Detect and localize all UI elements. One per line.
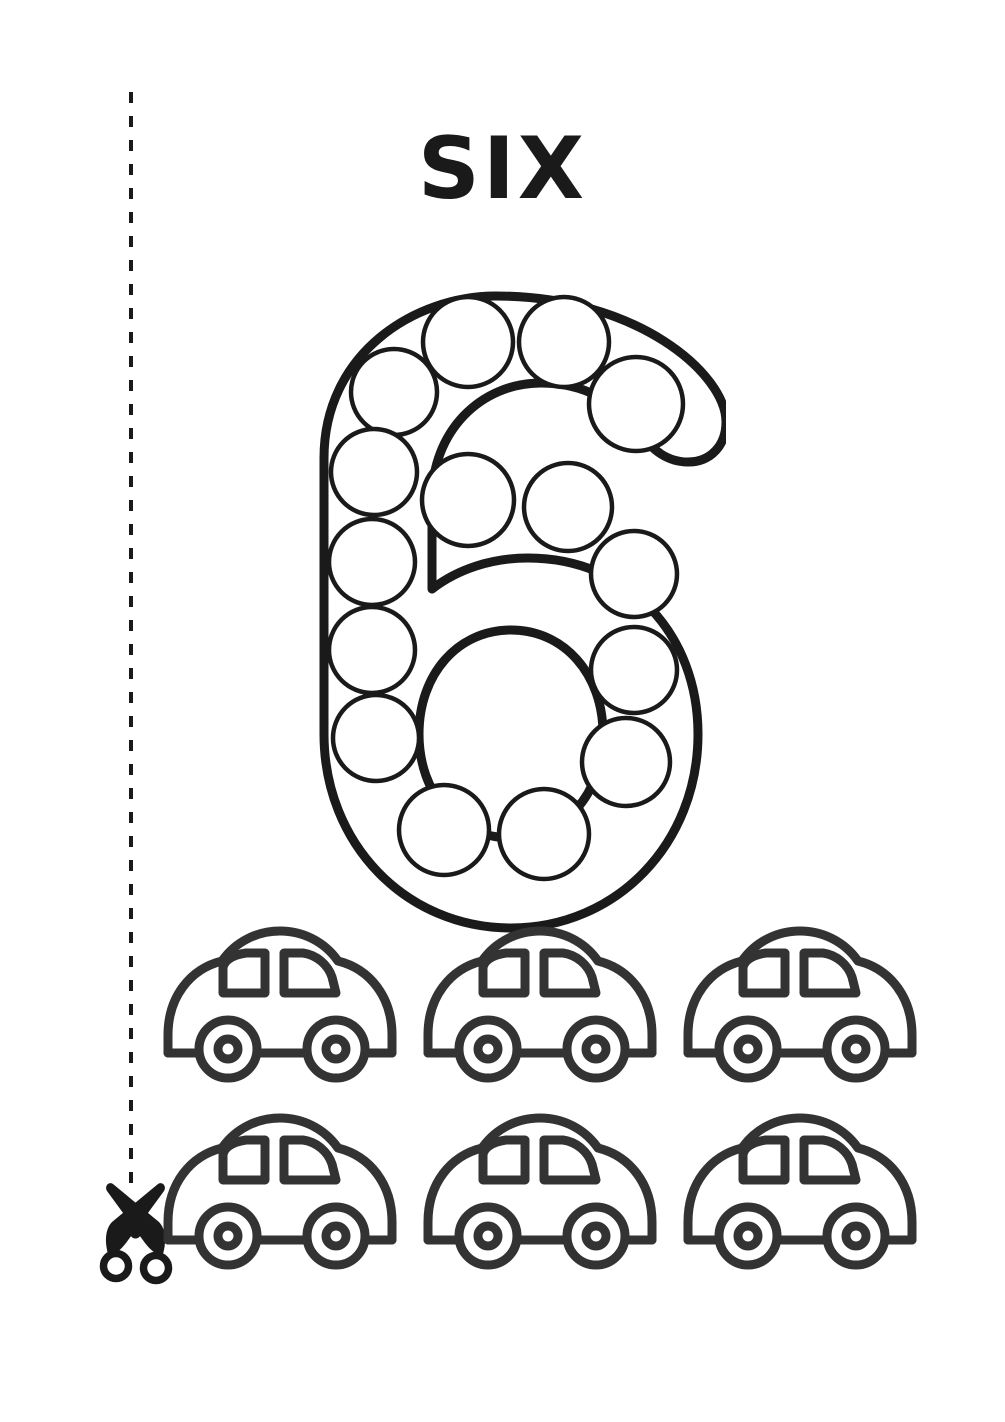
dot-circle[interactable] [420, 294, 516, 390]
dot-circle[interactable] [588, 528, 680, 620]
number-six-dot-figure [319, 291, 726, 933]
dot-circle[interactable] [330, 692, 422, 784]
car-icon[interactable] [420, 925, 660, 1090]
dot-circle[interactable] [348, 346, 440, 438]
dot-circle[interactable] [328, 426, 420, 518]
car-icon[interactable] [160, 925, 400, 1090]
scissors-icon [99, 1183, 173, 1285]
dot-circle[interactable] [579, 715, 673, 809]
car-icon[interactable] [420, 1112, 660, 1277]
dot-circle[interactable] [326, 516, 418, 608]
dot-circle[interactable] [521, 460, 615, 554]
dot-circle[interactable] [516, 294, 612, 390]
object-row [160, 1112, 920, 1277]
dot-marker-circles [326, 294, 686, 882]
dot-circle[interactable] [588, 624, 680, 716]
dot-circle[interactable] [326, 604, 418, 696]
car-icon[interactable] [160, 1112, 400, 1277]
car-icon[interactable] [680, 925, 920, 1090]
object-row [160, 925, 920, 1090]
page-title: SIX [417, 119, 588, 219]
dot-circle[interactable] [586, 354, 686, 454]
dot-circle[interactable] [496, 786, 592, 882]
dot-circle[interactable] [419, 451, 517, 549]
car-icon[interactable] [680, 1112, 920, 1277]
dot-circle[interactable] [396, 782, 492, 878]
counting-object-grid [160, 925, 920, 1299]
